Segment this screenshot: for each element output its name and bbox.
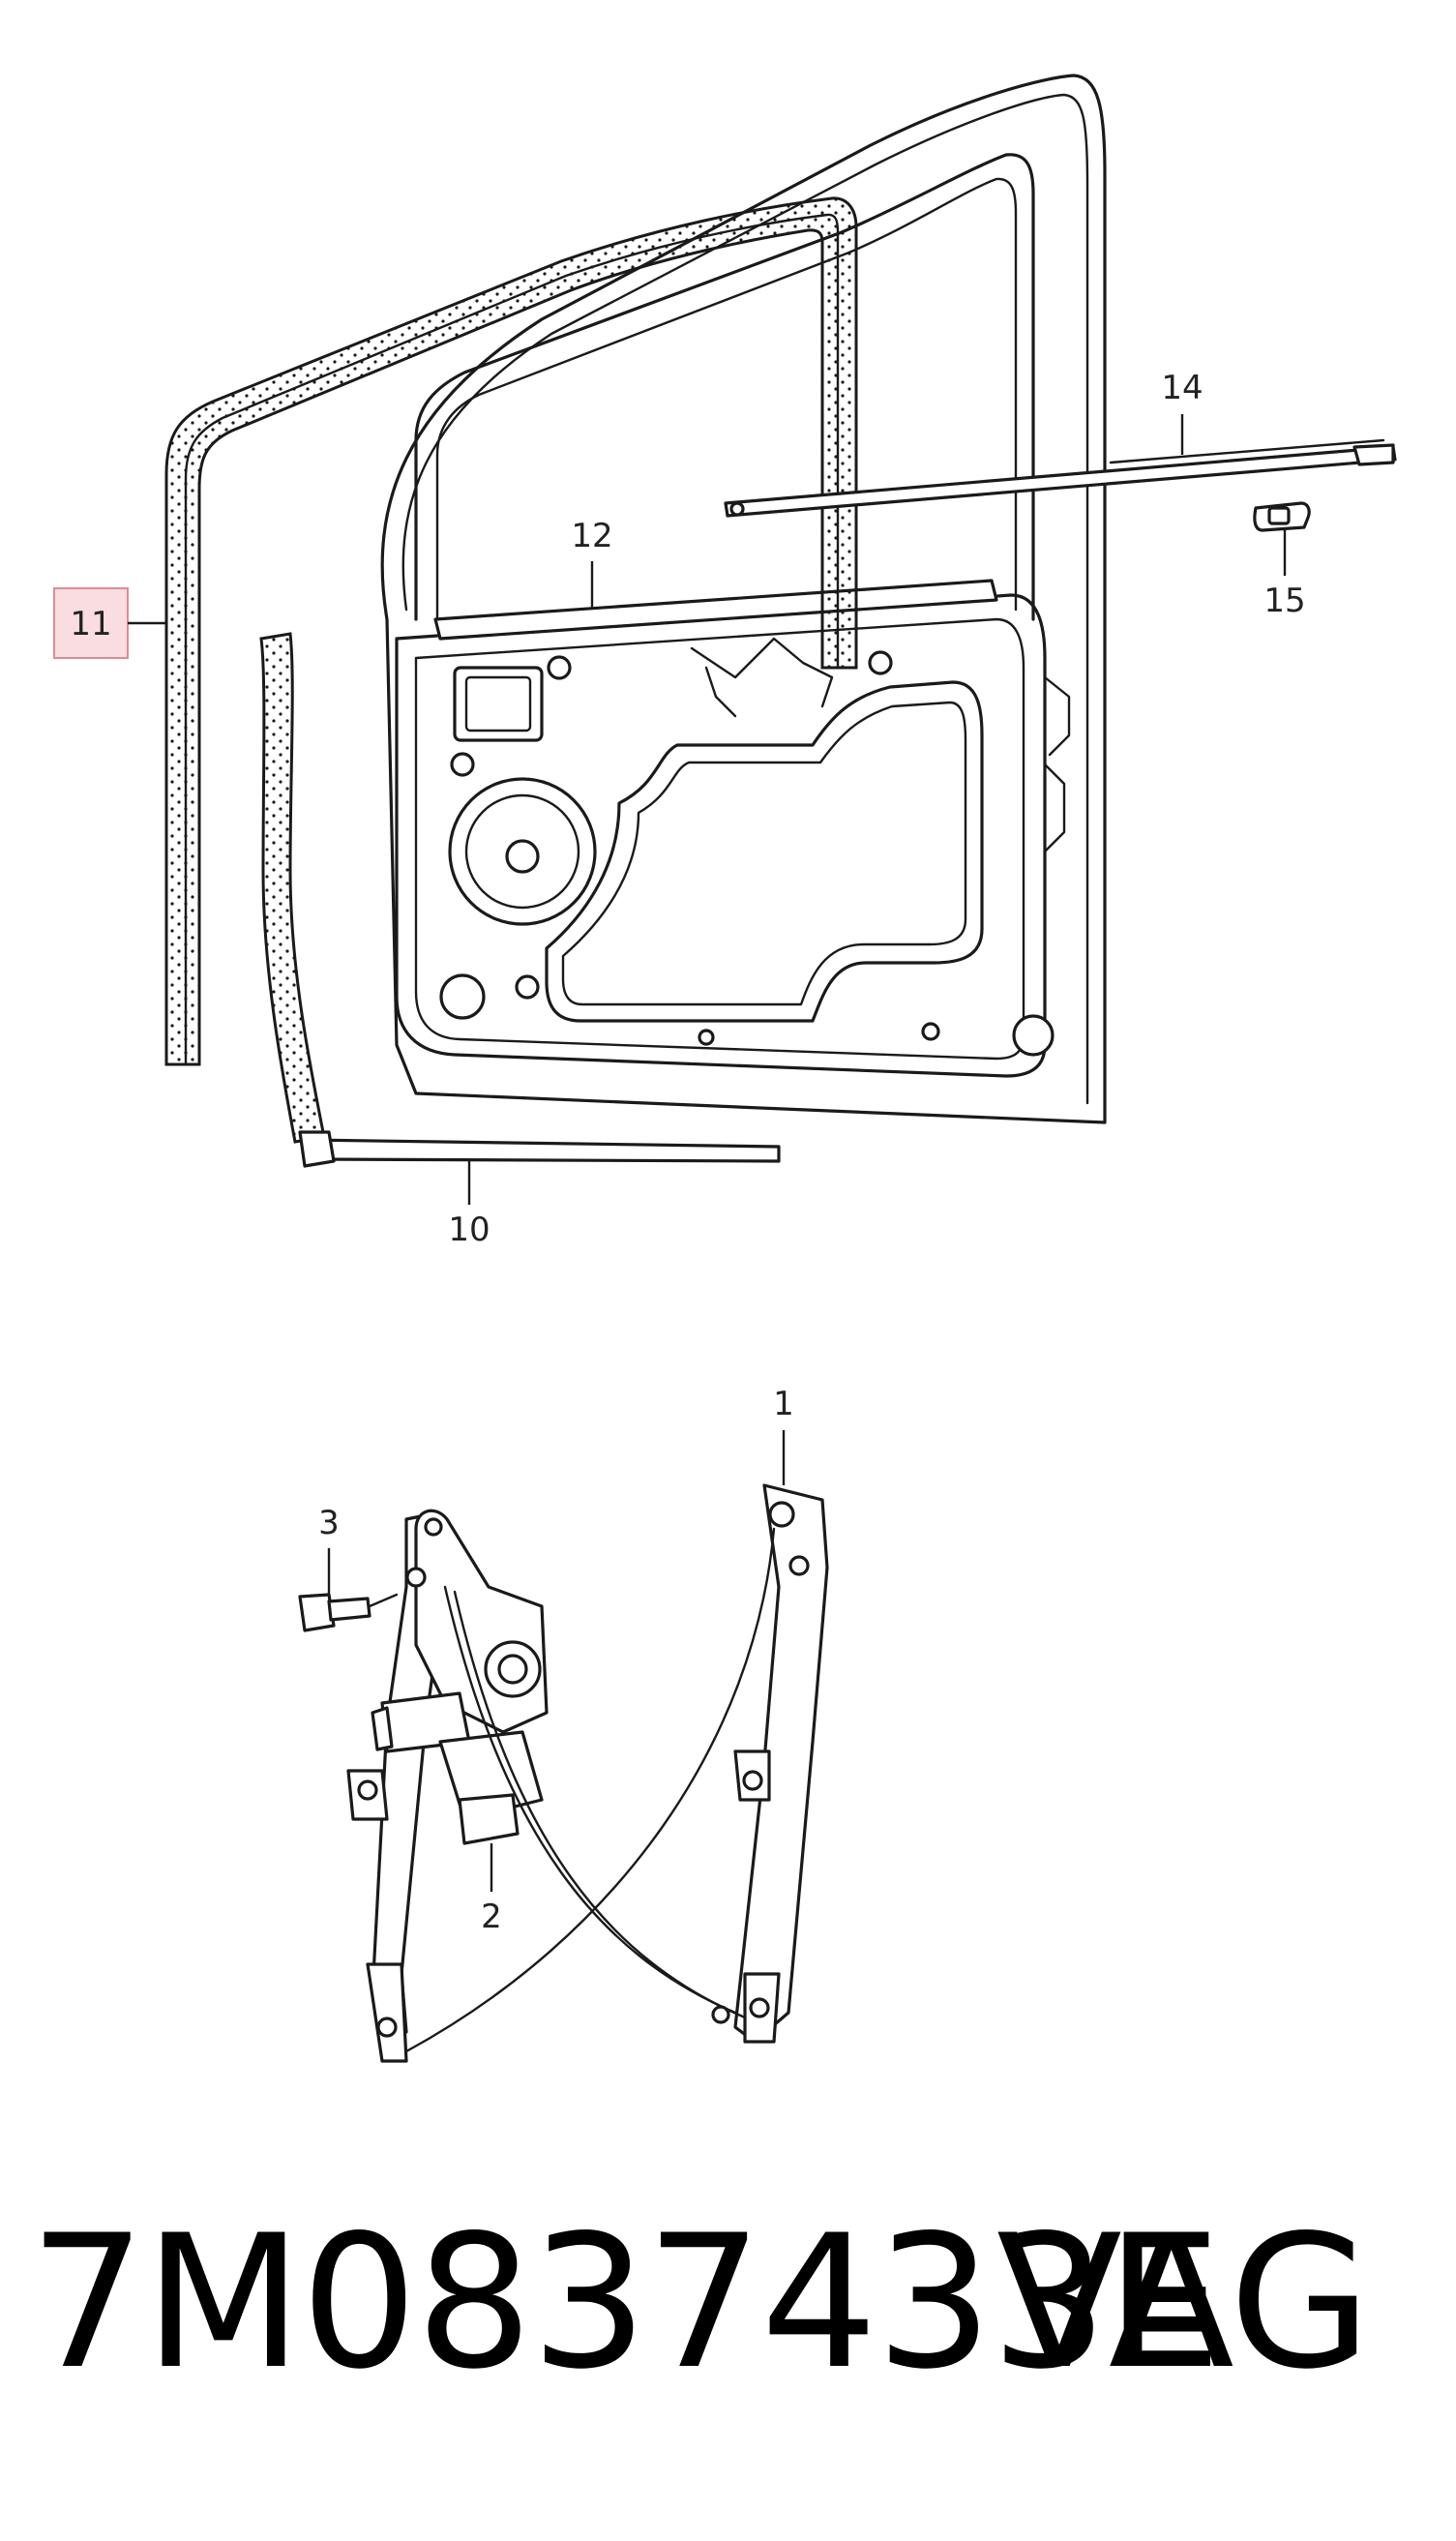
door-inner-panel (395, 593, 1047, 1078)
callout-2[interactable]: 2 (481, 1898, 502, 1936)
part-number: 7M0837433E (29, 2196, 1222, 2409)
window-sill-rail (433, 579, 998, 641)
panel-opening (453, 666, 544, 742)
lower-rail-10 (303, 1138, 781, 1163)
window-channel-guide (259, 632, 326, 1144)
callout-12[interactable]: 12 (571, 517, 612, 555)
footer-part-label: 7M0837433EVAG (29, 2197, 1432, 2409)
door-weatherstrip-seal (164, 196, 858, 1066)
callout-10[interactable]: 10 (448, 1211, 490, 1249)
callout-14[interactable]: 14 (1161, 369, 1203, 407)
callout-11-highlight (53, 587, 129, 659)
window-regulator (298, 1483, 829, 2063)
door-shell-outline (380, 74, 1107, 1124)
mounting-bolt (298, 1593, 399, 1632)
door-trim-strip (724, 445, 1397, 518)
trim-clip (1253, 501, 1311, 532)
callout-1[interactable]: 1 (773, 1385, 794, 1423)
brand-name: VAG (996, 2196, 1372, 2409)
callout-15[interactable]: 15 (1263, 582, 1305, 620)
window-frame (414, 153, 1035, 621)
panel-cutout (545, 680, 984, 1023)
callout-3[interactable]: 3 (318, 1504, 340, 1542)
callout-11[interactable]: 11 (70, 605, 111, 643)
